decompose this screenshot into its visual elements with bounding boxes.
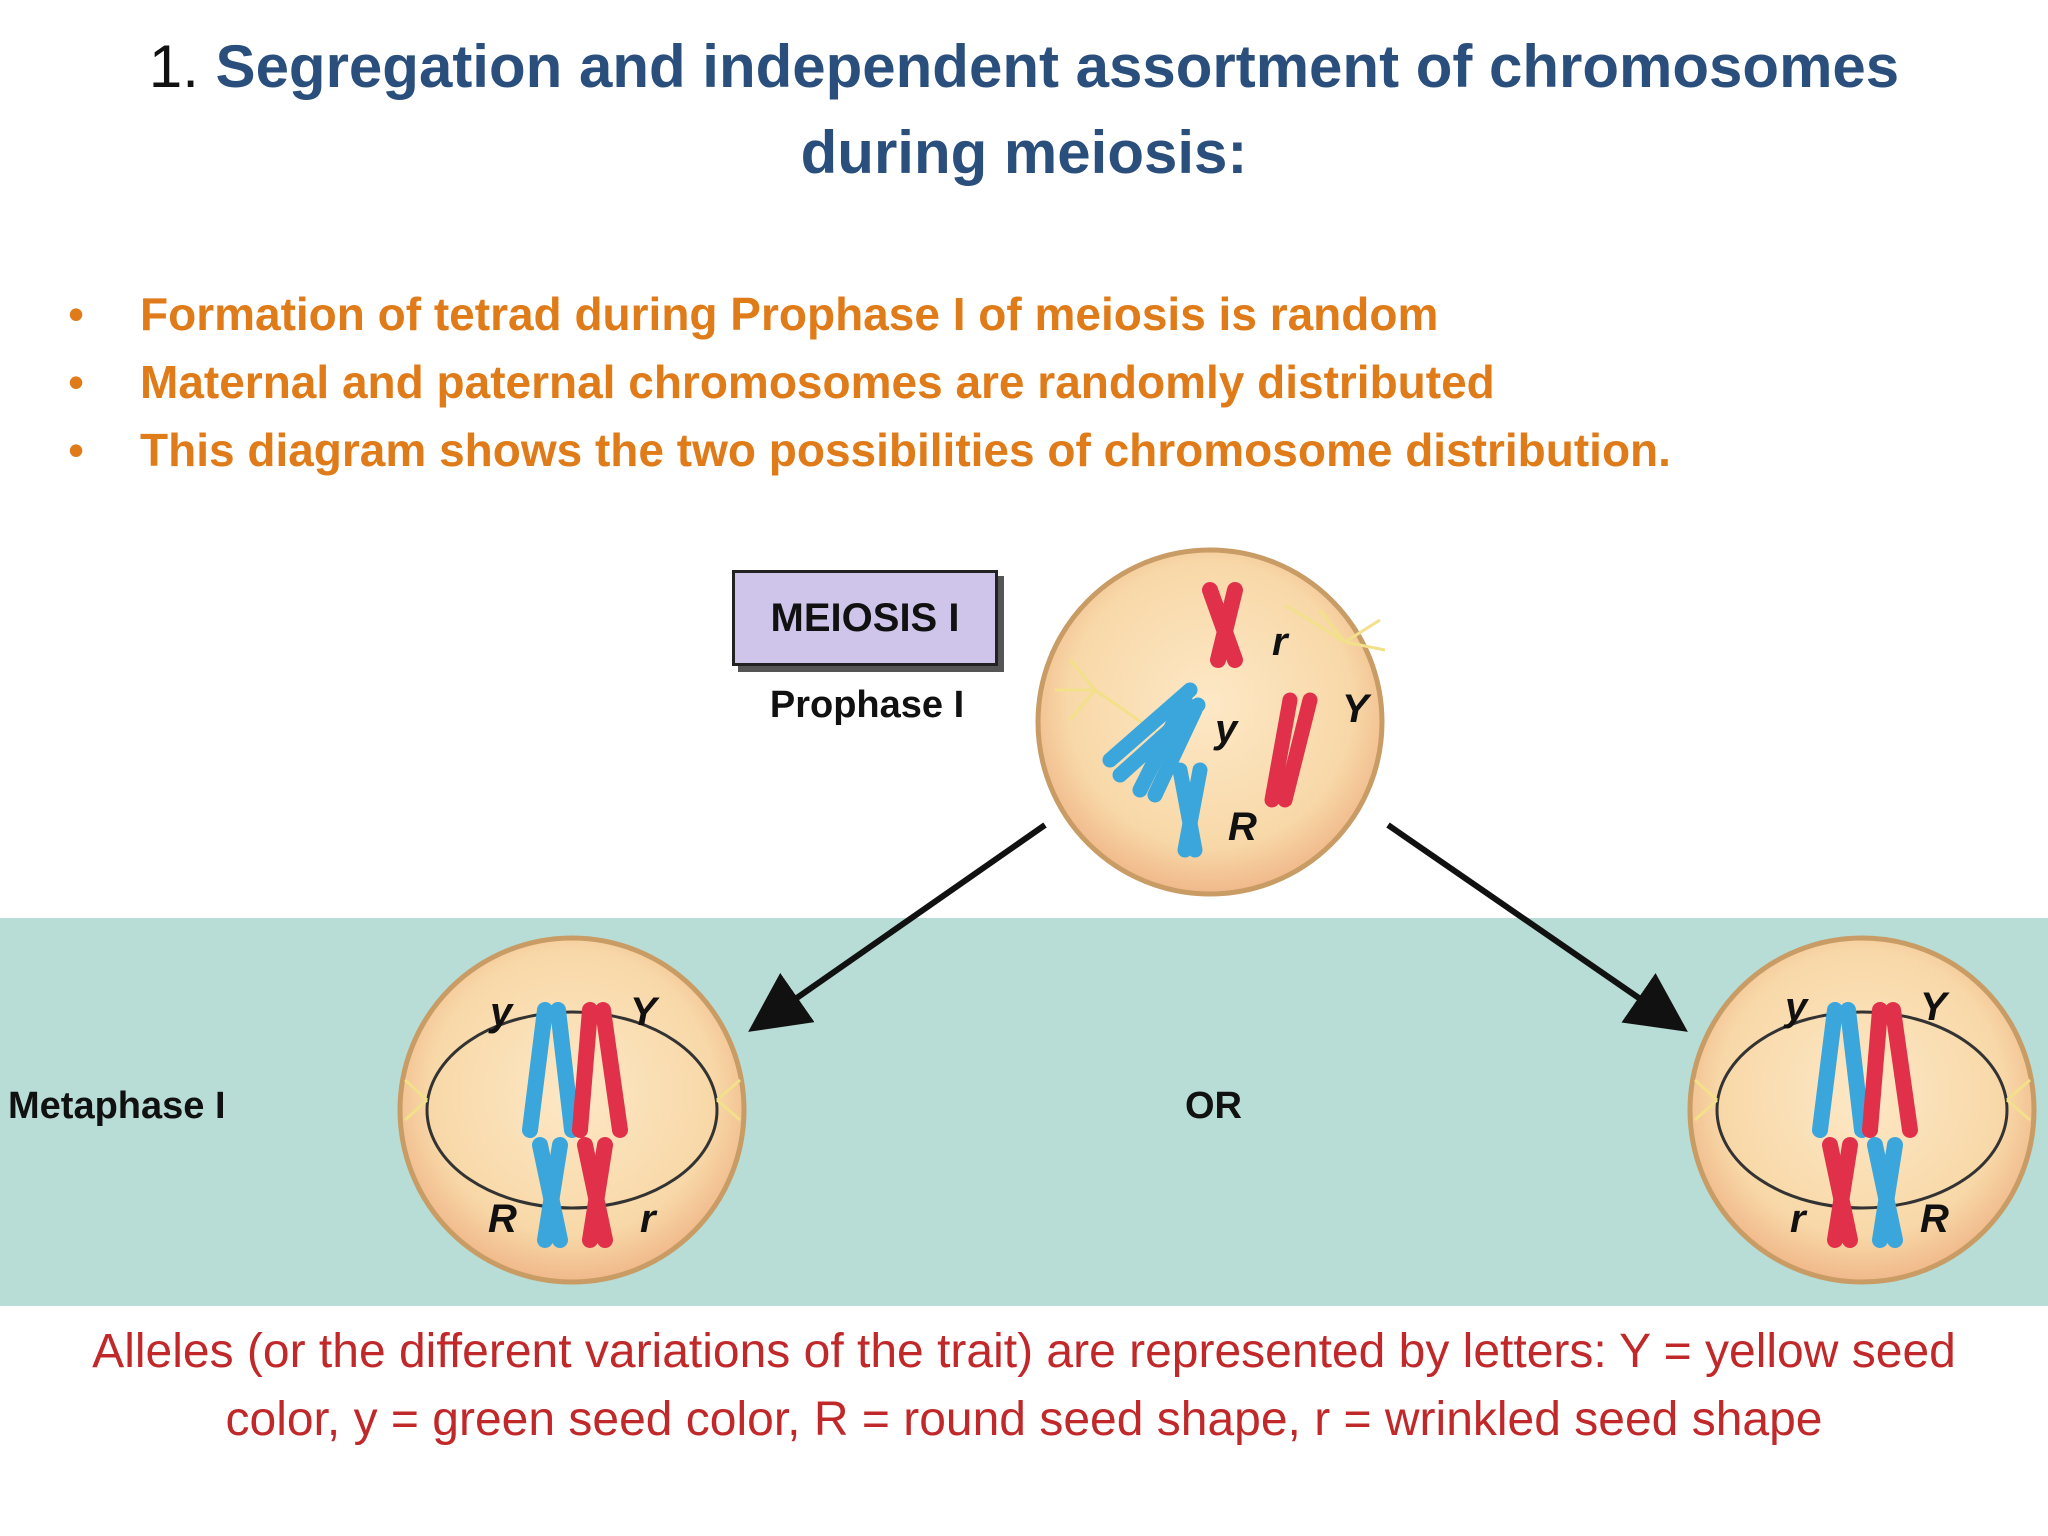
allele-legend: Alleles (or the different variations of … [92, 1325, 1956, 1446]
metaphase-label: Metaphase I [8, 1085, 226, 1127]
allele-label: R [488, 1197, 517, 1241]
slide-title: 1. Segregation and independent assortmen… [60, 24, 1988, 196]
metaphase-cell-left: y Y R r [397, 935, 747, 1285]
or-label: OR [1185, 1085, 1242, 1127]
allele-label: y [1783, 985, 1809, 1029]
spindle-pole-icon [1693, 1078, 2031, 1122]
allele-label: Y [630, 990, 660, 1034]
chromosome-red-r [1202, 582, 1243, 668]
bullet-text: Maternal and paternal chromosomes are ra… [140, 356, 1495, 408]
spindle-pole-icon [403, 1078, 741, 1122]
chromosome-red-Y [1264, 692, 1318, 808]
allele-label: r [1790, 1197, 1808, 1241]
prophase-label: Prophase I [769, 684, 965, 726]
allele-label: r [1272, 620, 1290, 664]
allele-label: r [640, 1197, 658, 1241]
chromosome-blue-R [1172, 762, 1208, 858]
bullet-dot: • [68, 356, 85, 408]
bullet-text: This diagram shows the two possibilities… [140, 424, 1671, 476]
allele-label: R [1920, 1197, 1949, 1241]
bullet-dot: • [68, 424, 85, 476]
arrow-left [748, 822, 1047, 1032]
bullet-dot: • [68, 288, 85, 340]
bullet-text: Formation of tetrad during Prophase I of… [140, 288, 1439, 340]
allele-label: R [1228, 805, 1257, 849]
bullet-item: • This diagram shows the two possibilitie… [60, 416, 1960, 484]
allele-label: y [1213, 707, 1239, 751]
metaphase-cell-right: y Y r R [1687, 935, 2037, 1285]
prophase-cell: r y Y R [1035, 547, 1386, 897]
arrow-right [1386, 822, 1688, 1032]
allele-label: Y [1342, 687, 1372, 731]
allele-label: y [488, 990, 514, 1034]
title-text: Segregation and independent assortment o… [215, 33, 1900, 186]
bullet-item: • Maternal and paternal chromosomes are r… [60, 348, 1960, 416]
meiosis-stage-box: MEIOSIS I [732, 570, 998, 666]
bullet-item: • Formation of tetrad during Prophase I o… [60, 280, 1960, 348]
chromosome-blue-y [1102, 682, 1206, 803]
title-number: 1. [148, 33, 199, 100]
allele-label: Y [1920, 985, 1950, 1029]
bullet-list: • Formation of tetrad during Prophase I o… [60, 280, 1960, 484]
